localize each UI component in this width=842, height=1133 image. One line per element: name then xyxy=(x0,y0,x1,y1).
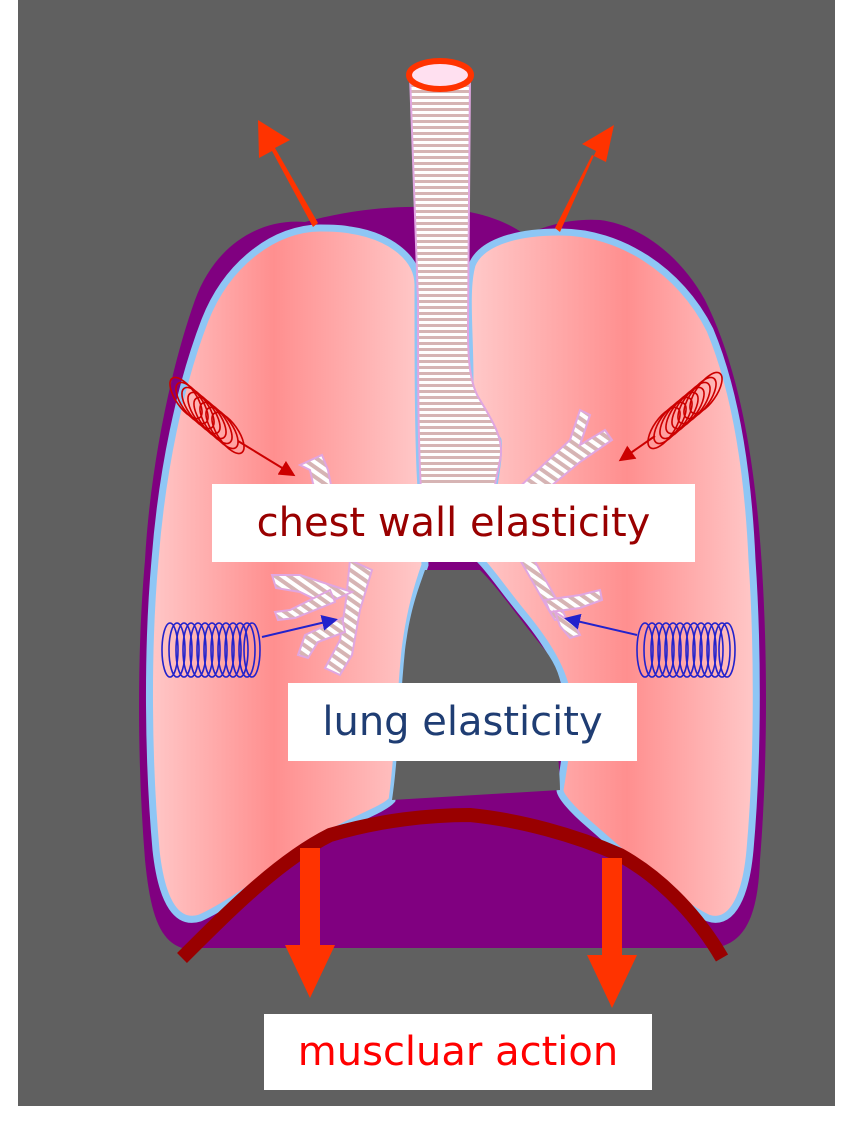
muscular-action-label: muscluar action xyxy=(264,1014,652,1090)
chest-wall-elasticity-label: chest wall elasticity xyxy=(212,484,695,562)
lung-elasticity-label: lung elasticity xyxy=(288,683,637,761)
trachea-opening xyxy=(409,61,471,89)
